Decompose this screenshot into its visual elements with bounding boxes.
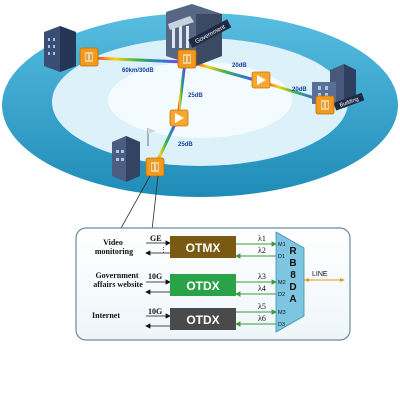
svg-text:OTDX: OTDX (186, 279, 219, 293)
lambda-2: λ2 (258, 246, 266, 255)
port-m3: M3 (278, 310, 286, 316)
amplifier-right (251, 71, 271, 89)
link-label-gov-right: 20dB (232, 63, 247, 69)
link-label-center-low: 25dB (178, 142, 193, 148)
lambda-4: λ4 (258, 284, 266, 293)
rate-label-row1: GE (150, 234, 162, 243)
callout-connector (119, 175, 159, 231)
link-left-to-gov (91, 56, 185, 64)
line-arrows (234, 241, 278, 327)
client-arrows (145, 240, 171, 329)
link-gov-to-amp (189, 60, 263, 84)
rate-label-row2: 10G (148, 272, 162, 281)
lambda-6: λ6 (258, 314, 266, 323)
service-label-video: Video monitoring (95, 238, 133, 256)
line-output: LINE (304, 271, 345, 282)
mux-letter-4: D (289, 282, 296, 293)
port-d1: D1 (278, 254, 285, 260)
link-label-gov-left: 60km/30dB (122, 68, 154, 74)
building-left (44, 26, 76, 72)
node-right (315, 95, 335, 115)
link-label-center: 25dB (188, 93, 203, 99)
port-d3: D3 (278, 322, 285, 328)
module-otdx-green: OTDX (170, 274, 236, 296)
node-bottom (145, 157, 165, 177)
service-label-government: Government affairs website (93, 271, 143, 289)
port-m1: M1 (278, 242, 286, 248)
node-government (177, 49, 197, 69)
mux-letter-5: A (289, 294, 296, 305)
port-d2: D2 (278, 292, 285, 298)
lambda-5: λ5 (258, 302, 266, 311)
mux-letter-3: 8 (290, 270, 296, 281)
ellipsis-row1: ⋮ (160, 247, 167, 254)
line-label: LINE (312, 271, 328, 278)
link-label-mid-right: 20dB (292, 87, 307, 93)
svg-text:OTDX: OTDX (186, 313, 219, 327)
node-left (79, 47, 99, 67)
module-otdx-gray: OTDX (170, 308, 236, 330)
link-gov-to-amp2 (176, 61, 187, 119)
lambda-1: λ1 (258, 234, 266, 243)
rate-label-row3: 10G (148, 307, 162, 316)
service-label-internet: Internet (92, 311, 120, 320)
ring-center (108, 62, 292, 138)
lambda-3: λ3 (258, 272, 266, 281)
building-bottom (112, 128, 156, 182)
amplifier-center (169, 109, 189, 127)
mux-letter-1: R (289, 246, 297, 257)
svg-text:OTMX: OTMX (186, 241, 221, 255)
mux-letter-2: B (289, 258, 296, 269)
port-m2: M2 (278, 280, 286, 286)
module-otmx: OTMX (170, 236, 236, 258)
mux-demux-rb8da (275, 231, 305, 333)
